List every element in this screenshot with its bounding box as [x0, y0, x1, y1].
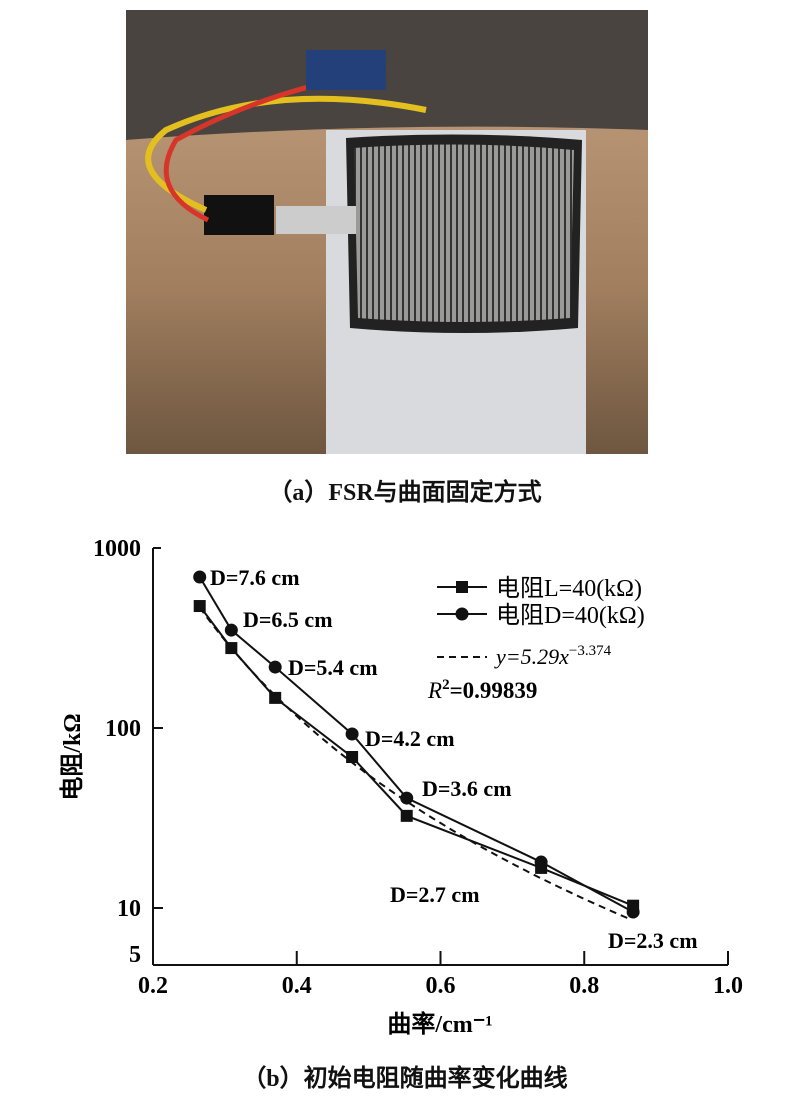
point-label: D=3.6 cm	[422, 776, 512, 801]
r-squared-symbol: R	[427, 678, 442, 703]
square-marker	[269, 691, 282, 704]
point-label: D=6.5 cm	[243, 607, 333, 632]
r-squared-value: =0.99839	[450, 678, 538, 703]
caption-a: （a）FSR与曲面固定方式	[268, 480, 542, 506]
x-axis-label: 曲率/cm⁻¹	[387, 1010, 492, 1038]
circle-marker	[534, 855, 548, 869]
legend-label: 电阻D=40(kΩ)	[496, 602, 645, 629]
square-marker	[193, 600, 206, 613]
y-axis-label: 电阻/kΩ	[59, 713, 86, 800]
point-label: D=5.4 cm	[288, 655, 378, 680]
point-label: D=7.6 cm	[210, 565, 300, 590]
y-tick-label: 10	[117, 896, 141, 922]
square-marker	[225, 642, 238, 655]
r-squared: R2=0.99839	[427, 677, 537, 703]
circle-marker	[193, 570, 207, 584]
circle-marker	[626, 905, 640, 919]
circle-marker	[400, 791, 414, 805]
r-squared-superscript: 2	[442, 677, 450, 693]
fit-equation-exponent: −3.374	[569, 643, 612, 659]
resistance-curvature-chart: 0.2 0.4 0.6 0.8 1.0 5 10 100 1000 曲率/cm⁻¹ 电阻/kΩ D=7…	[59, 536, 743, 1038]
circle-marker	[224, 623, 238, 637]
x-tick-label: 0.4	[282, 973, 312, 999]
point-label: D=4.2 cm	[365, 726, 455, 751]
x-tick-label: 1.0	[713, 973, 743, 999]
fit-equation: y=5.29x−3.374	[494, 643, 612, 669]
y-tick-label: 1000	[93, 536, 141, 562]
fit-equation-base: y=5.29x	[494, 644, 569, 669]
y-tick-label: 100	[105, 716, 141, 742]
point-label: D=2.3 cm	[608, 928, 698, 953]
caption-b: （b）初始电阻随曲率变化曲线	[242, 1066, 568, 1092]
point-label: D=2.7 cm	[390, 882, 480, 907]
square-marker	[346, 751, 359, 764]
circle-marker	[268, 660, 282, 674]
square-marker	[400, 809, 413, 822]
x-tick-label: 0.6	[426, 973, 456, 999]
legend-label: 电阻L=40(kΩ)	[496, 575, 642, 602]
y-tick-label: 5	[129, 942, 141, 968]
fsr-photo	[126, 10, 648, 455]
legend-circle-marker	[455, 607, 469, 621]
legend-square-marker	[456, 581, 468, 593]
x-tick-label: 0.2	[138, 973, 168, 999]
circle-marker	[345, 727, 359, 741]
x-tick-label: 0.8	[569, 973, 599, 999]
